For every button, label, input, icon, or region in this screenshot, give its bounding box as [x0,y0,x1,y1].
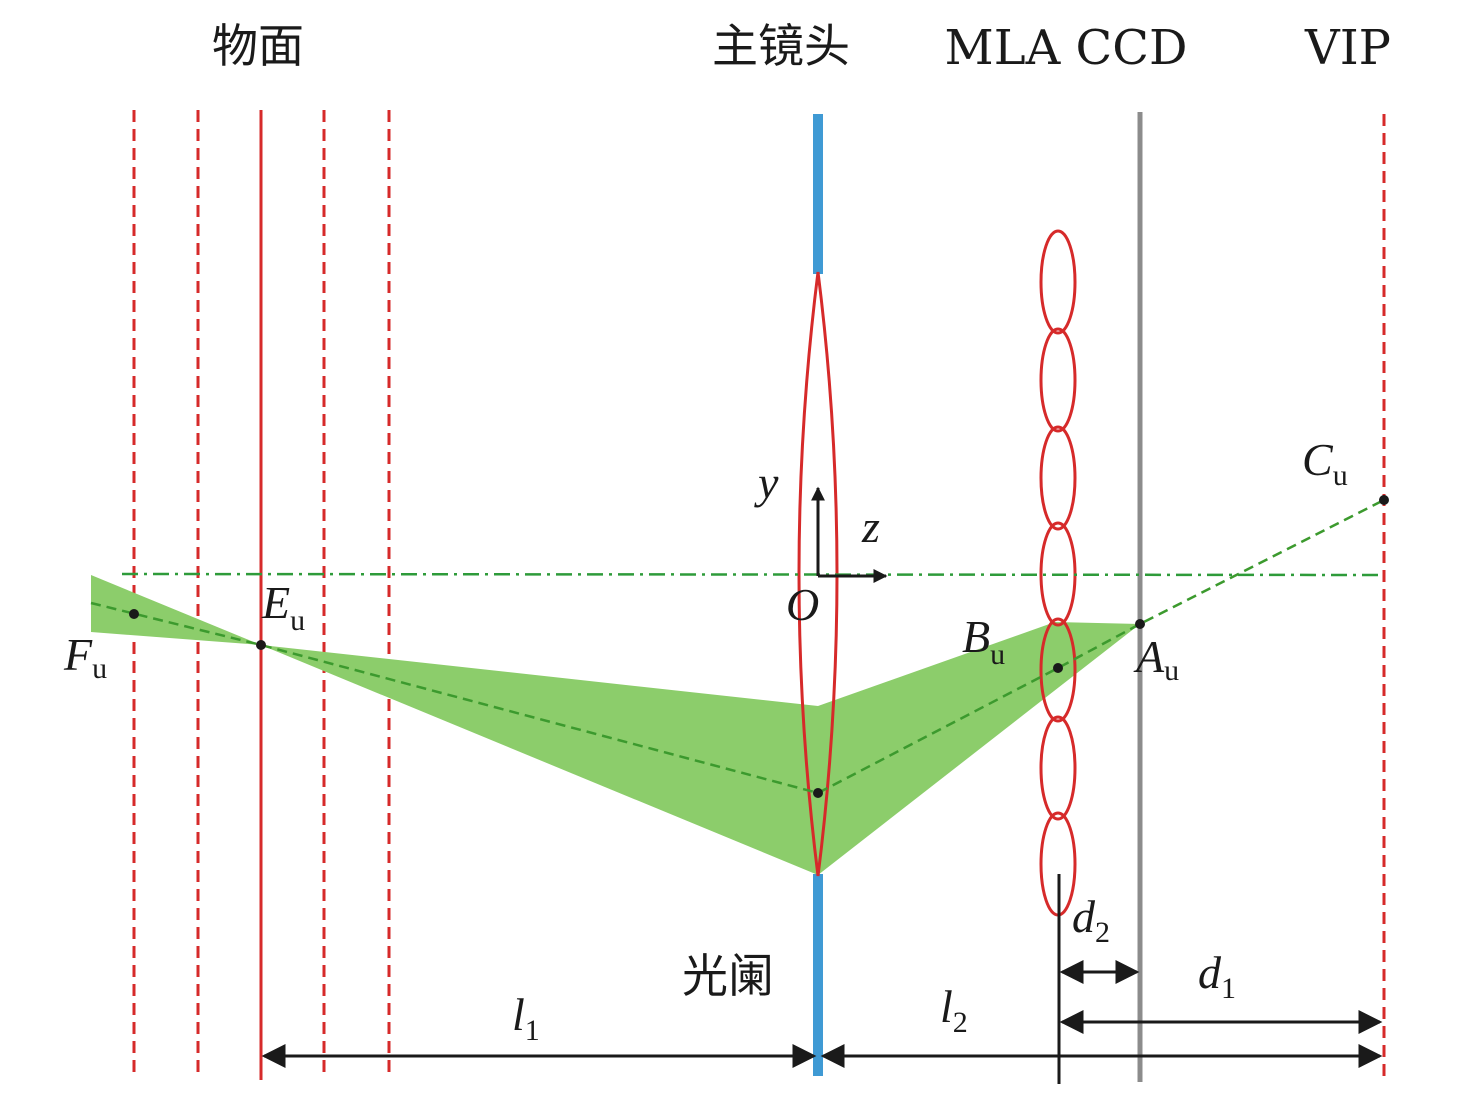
microlens-5 [1039,617,1077,723]
microlens-array [1039,229,1077,917]
microlens-2 [1039,327,1077,433]
aperture-label: 光阑 [682,949,774,1003]
microlens-3 [1039,425,1077,531]
point-A [1135,619,1145,629]
main-lens [797,271,839,877]
label-l2: l2 [940,981,968,1039]
header-vip: VIP [1304,20,1391,76]
label-point-E: Eu [261,577,305,637]
label-point-A: Au [1133,631,1179,687]
point-C [1379,495,1389,505]
axis-label-origin: O [786,579,819,630]
label-point-B: Bu [962,611,1005,671]
axis-label-z: z [861,501,880,552]
point-F [129,609,139,619]
point-lens-center [813,788,823,798]
optical-axis [121,572,1385,577]
axis-label-y: y [754,457,779,508]
microlens-1 [1039,229,1077,335]
label-point-F: Fu [63,629,107,685]
point-B [1053,663,1063,673]
label-point-C: Cu [1302,434,1348,492]
microlens-6 [1039,715,1077,821]
header-object-plane: 物面 [212,19,304,73]
header-main-lens: 主镜头 [712,19,850,73]
header-mla-ccd: MLA CCD [945,20,1188,76]
beam-cone-left [91,575,261,645]
chief-ray [90,498,1385,795]
beam-lens-to-sensor [818,622,1140,875]
beam-object-to-lens [261,645,818,875]
label-d2: d2 [1072,891,1110,949]
label-l1: l1 [512,989,540,1047]
point-E [256,640,266,650]
label-d1: d1 [1198,947,1236,1005]
